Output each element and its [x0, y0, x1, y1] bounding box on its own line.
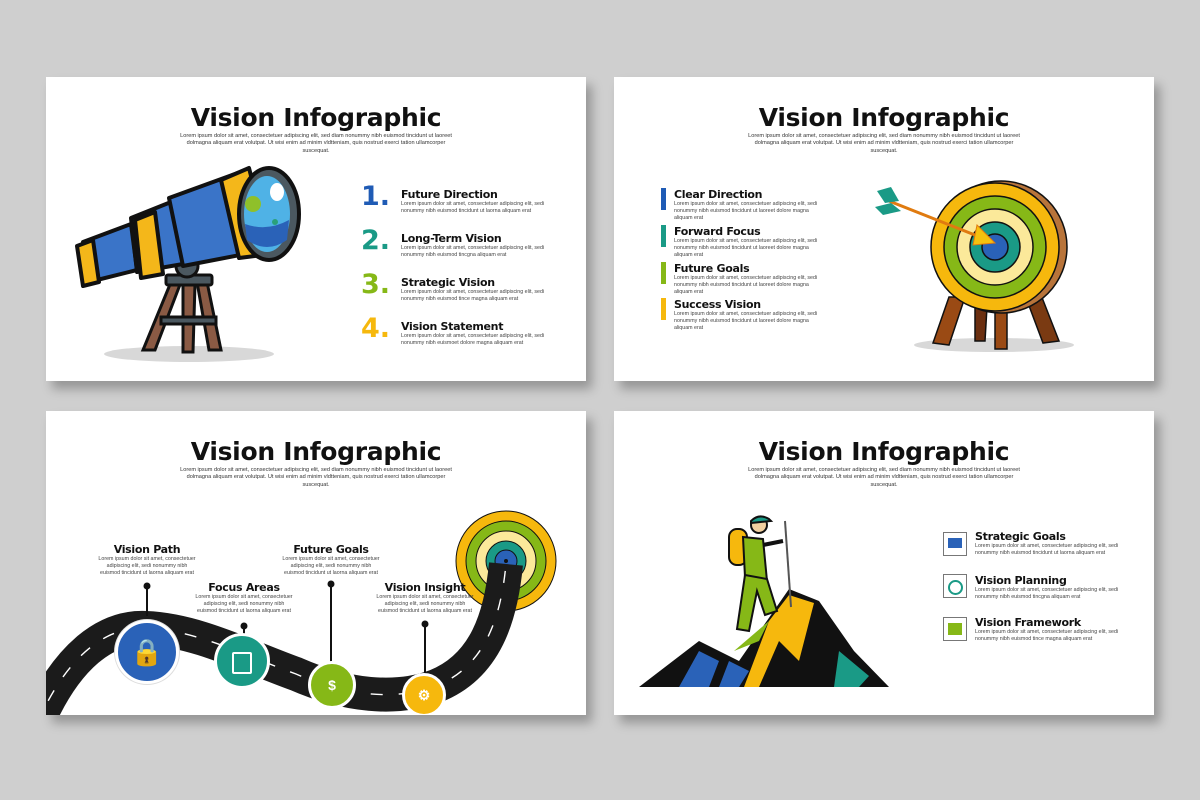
item-heading: Future Direction	[401, 188, 498, 201]
item-text: Lorem ipsum dolor sit amet, consectetuer…	[674, 275, 818, 295]
list-item: Long-Term Vision Lorem ipsum dolor sit a…	[401, 232, 551, 259]
milestone-heading: Vision Path	[113, 543, 181, 556]
item-text: Lorem ipsum dolor sit amet, consectetuer…	[975, 587, 1119, 600]
item-heading: Vision Framework	[975, 616, 1081, 629]
target-illustration	[875, 180, 1074, 352]
slide-4-hiker[interactable]: Vision Infographic Lorem ipsum dolor sit…	[614, 411, 1154, 715]
slide-1-telescope[interactable]: Vision Infographic Lorem ipsum dolor sit…	[46, 77, 586, 381]
milestone-vision-insight[interactable]: ⚙	[402, 673, 446, 715]
list-item: Strategic Goals Lorem ipsum dolor sit am…	[975, 530, 1125, 557]
list-item: Strategic Vision Lorem ipsum dolor sit a…	[401, 276, 551, 303]
slide-subtitle: Lorem ipsum dolor sit amet, consectetuer…	[748, 133, 1020, 154]
milestone-focus-areas[interactable]	[214, 633, 270, 689]
list-item: Forward Focus Lorem ipsum dolor sit amet…	[674, 225, 824, 259]
slide-title: Vision Infographic	[190, 437, 442, 466]
list-item: Success Vision Lorem ipsum dolor sit ame…	[674, 298, 824, 332]
number-4: 4.	[361, 313, 391, 344]
telescope-illustration	[75, 166, 301, 362]
item-text: Lorem ipsum dolor sit amet, consectetuer…	[674, 311, 818, 331]
milestone-heading: Vision Insight	[384, 581, 466, 594]
slide-subtitle: Lorem ipsum dolor sit amet, consectetuer…	[748, 467, 1020, 488]
list-item: Vision Planning Lorem ipsum dolor sit am…	[975, 574, 1125, 601]
milestone-heading: Future Goals	[293, 543, 369, 556]
item-text: Lorem ipsum dolor sit amet, consectetuer…	[975, 543, 1119, 556]
item-heading: Long-Term Vision	[401, 232, 502, 245]
slide-title: Vision Infographic	[758, 437, 1010, 466]
item-text: Lorem ipsum dolor sit amet, consectetuer…	[975, 629, 1119, 642]
globe-icon	[943, 574, 967, 598]
milestone-vision-path[interactable]: 🔒	[115, 620, 179, 684]
number-3: 3.	[361, 269, 391, 300]
item-text: Lorem ipsum dolor sit amet, consectetuer…	[401, 333, 545, 346]
milestone-label: Focus Areas Lorem ipsum dolor sit amet, …	[194, 581, 294, 615]
list-item: Future Direction Lorem ipsum dolor sit a…	[401, 188, 551, 215]
item-heading: Clear Direction	[674, 188, 763, 201]
slide-3-roadmap[interactable]: Vision Infographic Lorem ipsum dolor sit…	[46, 411, 586, 715]
color-bar	[661, 188, 666, 210]
milestone-text: Lorem ipsum dolor sit amet, consectetuer…	[195, 594, 293, 614]
milestone-label: Vision Insight Lorem ipsum dolor sit ame…	[375, 581, 475, 615]
item-heading: Forward Focus	[674, 225, 761, 238]
item-text: Lorem ipsum dolor sit amet, consectetuer…	[401, 289, 545, 302]
milestone-label: Vision Path Lorem ipsum dolor sit amet, …	[97, 543, 197, 577]
slide-subtitle: Lorem ipsum dolor sit amet, consectetuer…	[180, 467, 452, 488]
item-text: Lorem ipsum dolor sit amet, consectetuer…	[674, 201, 818, 221]
color-bar	[661, 225, 666, 247]
presentation-board-icon	[943, 532, 967, 556]
item-heading: Strategic Goals	[975, 530, 1066, 543]
road-illustration	[46, 510, 557, 715]
slide-subtitle: Lorem ipsum dolor sit amet, consectetuer…	[180, 133, 452, 154]
milestone-label: Future Goals Lorem ipsum dolor sit amet,…	[281, 543, 381, 577]
money-chat-icon: $	[328, 677, 336, 693]
color-bar	[661, 262, 666, 284]
dollar-gears-icon: ⚙	[417, 687, 431, 703]
hiker-mountain-illustration	[639, 515, 889, 687]
item-heading: Success Vision	[674, 298, 761, 311]
slide-title: Vision Infographic	[758, 103, 1010, 132]
item-heading: Future Goals	[674, 262, 750, 275]
slide-title: Vision Infographic	[190, 103, 442, 132]
list-item: Clear Direction Lorem ipsum dolor sit am…	[674, 188, 824, 222]
item-heading: Strategic Vision	[401, 276, 495, 289]
item-heading: Vision Statement	[401, 320, 504, 333]
number-2: 2.	[361, 225, 391, 256]
milestone-text: Lorem ipsum dolor sit amet, consectetuer…	[282, 556, 380, 576]
list-item: Future Goals Lorem ipsum dolor sit amet,…	[674, 262, 824, 296]
list-item: Vision Statement Lorem ipsum dolor sit a…	[401, 320, 551, 347]
slide-2-target[interactable]: Vision Infographic Lorem ipsum dolor sit…	[614, 77, 1154, 381]
number-1: 1.	[361, 181, 391, 212]
milestone-text: Lorem ipsum dolor sit amet, consectetuer…	[376, 594, 474, 614]
milestone-text: Lorem ipsum dolor sit amet, consectetuer…	[98, 556, 196, 576]
milestone-heading: Focus Areas	[208, 581, 280, 594]
color-bar	[661, 298, 666, 320]
padlock-icon: 🔒	[130, 637, 164, 667]
item-heading: Vision Planning	[975, 574, 1067, 587]
item-text: Lorem ipsum dolor sit amet, consectetuer…	[674, 238, 818, 258]
list-item: Vision Framework Lorem ipsum dolor sit a…	[975, 616, 1125, 643]
item-text: Lorem ipsum dolor sit amet, consectetuer…	[401, 245, 545, 258]
bar-chart-wallet-icon	[943, 617, 967, 641]
safe-icon	[232, 652, 252, 674]
item-text: Lorem ipsum dolor sit amet, consectetuer…	[401, 201, 545, 214]
milestone-future-goals[interactable]: $	[308, 661, 356, 709]
